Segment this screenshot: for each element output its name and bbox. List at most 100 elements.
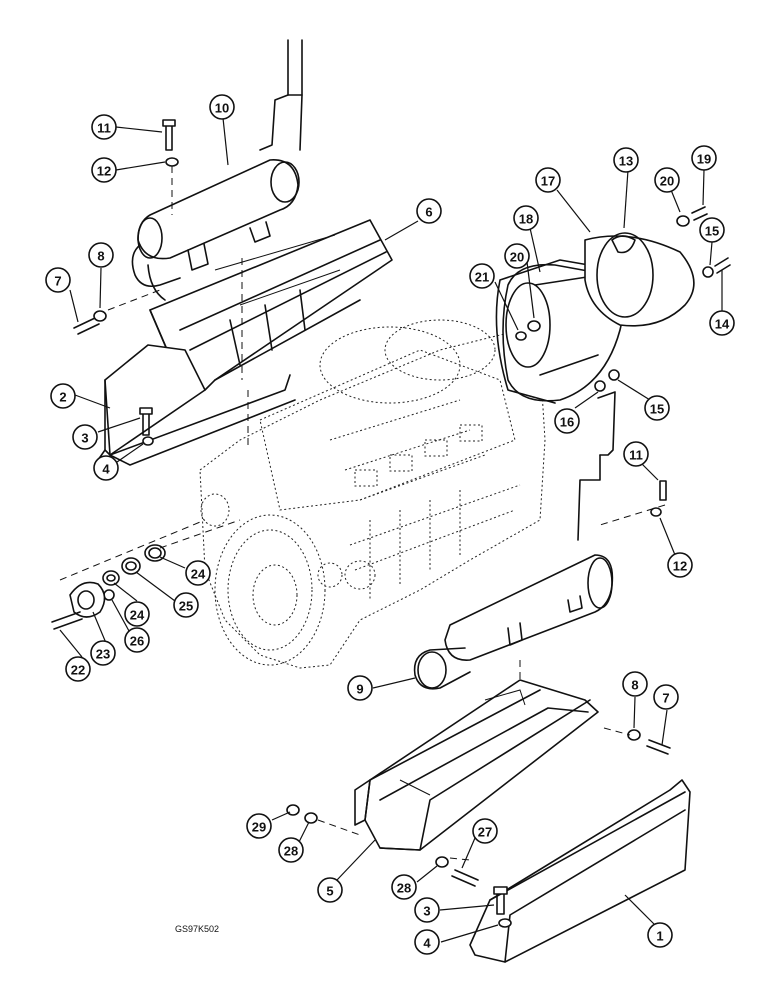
callout-label: 12 (97, 164, 111, 179)
callout-circle (653, 684, 679, 710)
callout-label: 10 (215, 101, 229, 116)
leader-lines (59, 117, 723, 943)
callout-label: 23 (96, 647, 110, 662)
callout-label: 16 (560, 415, 574, 430)
callout-24: 24 (185, 560, 211, 586)
callout-24: 24 (124, 601, 150, 627)
callout-circle (623, 441, 649, 467)
callout-7: 7 (45, 267, 71, 293)
callout-label: 15 (705, 224, 719, 239)
callout-label: 6 (425, 205, 432, 220)
callout-26: 26 (124, 627, 150, 653)
callout-circle (50, 383, 76, 409)
hardware-parts (51, 119, 731, 928)
callout-21: 21 (469, 263, 495, 289)
callout-3: 3 (72, 424, 98, 450)
callout-4: 4 (414, 929, 440, 955)
callout-15: 15 (644, 395, 670, 421)
callout-label: 3 (81, 431, 88, 446)
callout-13: 13 (613, 147, 639, 173)
callout-label: 5 (326, 884, 333, 899)
callout-label: 27 (478, 825, 492, 840)
callout-3: 3 (414, 897, 440, 923)
callout-circle (613, 147, 639, 173)
callout-8: 8 (88, 242, 114, 268)
callout-8: 8 (622, 671, 648, 697)
callout-label: 20 (510, 250, 524, 265)
callout-6: 6 (416, 198, 442, 224)
callout-circle (667, 552, 693, 578)
callout-circle (709, 310, 735, 336)
callout-label: 11 (97, 121, 111, 136)
callout-label: 19 (697, 152, 711, 167)
callout-label: 4 (423, 936, 431, 951)
callout-label: 15 (650, 402, 664, 417)
callout-16: 16 (554, 408, 580, 434)
callout-label: 26 (130, 634, 144, 649)
callout-label: 17 (541, 174, 555, 189)
callout-circle (246, 813, 272, 839)
callout-27: 27 (472, 818, 498, 844)
callout-19: 19 (691, 145, 717, 171)
callout-29: 29 (246, 813, 272, 839)
callout-9: 9 (347, 675, 373, 701)
callout-circle (124, 601, 150, 627)
callout-circle (317, 877, 343, 903)
callout-circle (622, 671, 648, 697)
callout-circle (347, 675, 373, 701)
callout-label: 1 (656, 929, 663, 944)
callout-label: 12 (673, 559, 687, 574)
callout-18: 18 (513, 205, 539, 231)
callout-circle (90, 640, 116, 666)
callout-label: 2 (59, 390, 66, 405)
callout-circle (88, 242, 114, 268)
callout-circle (91, 157, 117, 183)
callout-label: 8 (97, 249, 104, 264)
callout-11: 11 (91, 114, 117, 140)
callout-12: 12 (667, 552, 693, 578)
callout-label: 9 (356, 682, 363, 697)
callout-23: 23 (90, 640, 116, 666)
callout-17: 17 (535, 167, 561, 193)
engine-block-outline (199, 319, 546, 669)
callout-circle (469, 263, 495, 289)
callout-circle (45, 267, 71, 293)
callout-label: 22 (71, 663, 85, 678)
callout-4: 4 (93, 455, 119, 481)
figure-code: GS97K502 (175, 924, 219, 934)
lower-heat-shield (354, 679, 599, 851)
callout-label: 11 (629, 448, 643, 463)
callout-label: 28 (284, 844, 298, 859)
upper-muffler (131, 39, 303, 301)
callout-14: 14 (709, 310, 735, 336)
callout-circle (699, 217, 725, 243)
callout-circle (91, 114, 117, 140)
assembly-guide-lines (59, 166, 666, 861)
callout-label: 25 (179, 599, 193, 614)
callout-label: 8 (631, 678, 638, 693)
lower-muffler (413, 391, 616, 690)
callout-15: 15 (699, 217, 725, 243)
callout-circle (173, 592, 199, 618)
lower-shield-panel (469, 779, 691, 963)
callout-circle (535, 167, 561, 193)
callout-circle (209, 94, 235, 120)
callout-circle (124, 627, 150, 653)
callout-label: 20 (660, 174, 674, 189)
callout-circle (472, 818, 498, 844)
callout-label: 24 (191, 567, 206, 582)
callout-20: 20 (504, 243, 530, 269)
callouts-layer: 1011126872341713201918152021141615111224… (45, 94, 735, 955)
callout-label: 28 (397, 881, 411, 896)
callout-circle (278, 837, 304, 863)
callout-label: 14 (715, 317, 730, 332)
callout-circle (647, 922, 673, 948)
callout-label: 4 (102, 462, 110, 477)
callout-label: 18 (519, 212, 533, 227)
callout-circle (391, 874, 417, 900)
callout-12: 12 (91, 157, 117, 183)
callout-7: 7 (653, 684, 679, 710)
callout-label: 7 (662, 691, 669, 706)
callout-circle (185, 560, 211, 586)
